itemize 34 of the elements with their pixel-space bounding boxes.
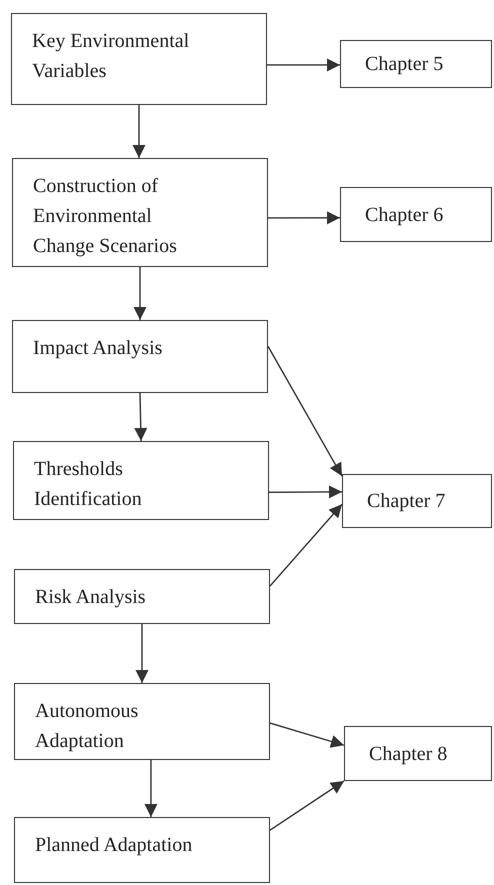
box-label: Chapter 5	[365, 52, 444, 77]
box-label: Thresholds Identification	[34, 457, 143, 512]
box-label: Construction of Environmental Change Scenarios	[33, 174, 178, 259]
arrow	[134, 267, 146, 320]
arrow	[270, 780, 344, 831]
arrow	[267, 58, 340, 72]
arrow	[144, 760, 158, 817]
arrow	[134, 392, 148, 442]
box-label: Chapter 7	[367, 489, 446, 514]
box-label: Chapter 6	[365, 202, 444, 228]
arrow	[269, 485, 342, 498]
process-box	[14, 683, 270, 760]
chapter-box	[340, 187, 492, 242]
box-label: Key Environmental Variables	[32, 29, 190, 84]
box-label: Chapter 8	[369, 742, 448, 766]
arrow	[268, 211, 340, 224]
chapter-box	[344, 726, 492, 781]
process-box	[11, 13, 267, 105]
process-box	[12, 320, 268, 393]
arrow	[267, 346, 343, 476]
process-box	[14, 817, 270, 883]
box-label: Autonomous Adaptation	[35, 699, 140, 754]
arrow	[269, 504, 343, 587]
box-label: Planned Adaptation	[35, 833, 192, 858]
box-label: Impact Analysis	[33, 336, 162, 361]
chapter-box	[342, 474, 492, 528]
box-label: Risk Analysis	[35, 585, 146, 610]
process-box	[12, 158, 268, 267]
arrow	[132, 105, 146, 158]
arrow	[136, 624, 148, 683]
process-box	[13, 441, 269, 520]
arrow	[270, 722, 344, 748]
process-box	[14, 569, 270, 624]
chapter-box	[340, 40, 492, 88]
